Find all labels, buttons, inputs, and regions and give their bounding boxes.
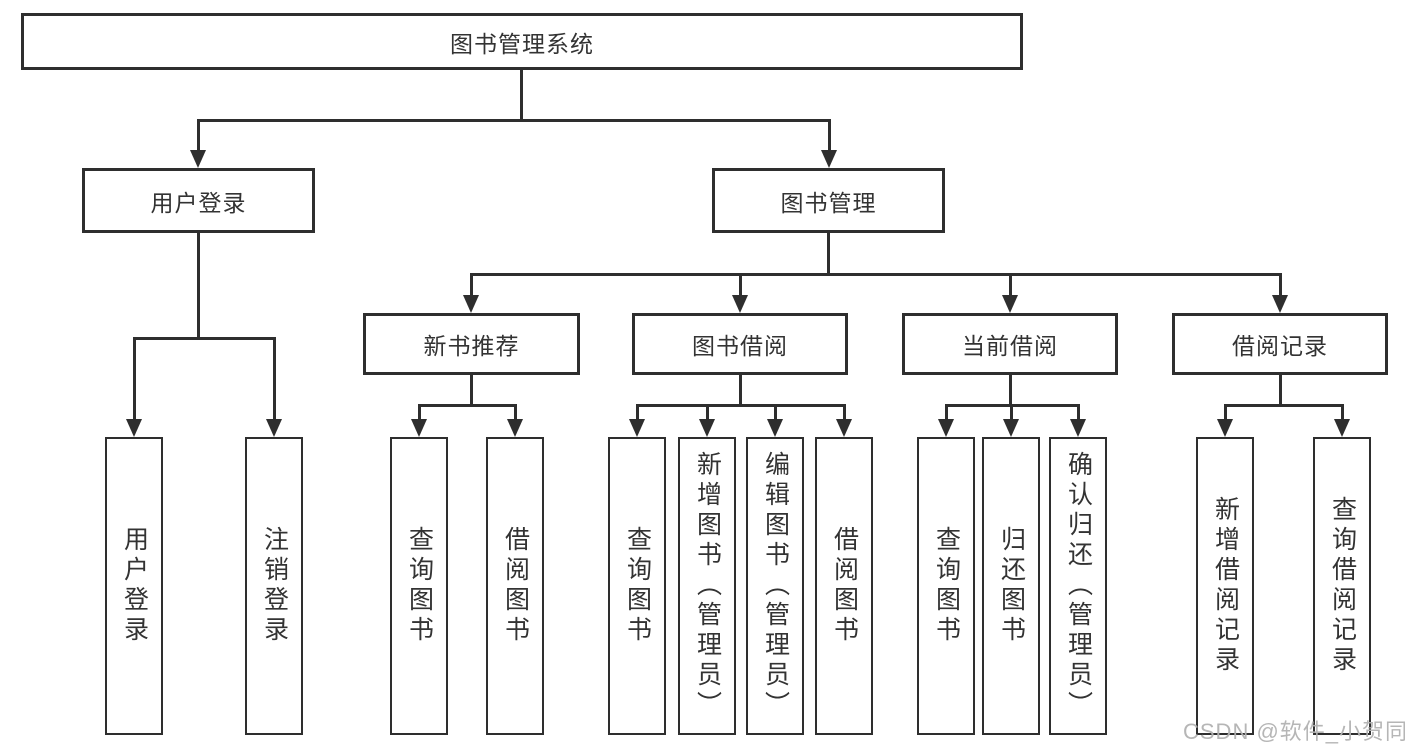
leaf-label: 新增图书（管理员） (693, 451, 722, 721)
connector-line (739, 375, 742, 407)
connector-line (133, 337, 136, 423)
leaf-label: 查询图书 (932, 526, 961, 646)
connector-line (1279, 273, 1282, 299)
arrowhead-down-icon (463, 295, 479, 313)
node-label: 新书推荐 (423, 333, 520, 359)
connector-line (636, 404, 846, 407)
arrowhead-down-icon (411, 419, 427, 437)
connector-line (514, 404, 517, 423)
arrowhead-down-icon (1002, 295, 1018, 313)
leaf-query-borrow-record: 查询借阅记录 (1313, 437, 1371, 735)
leaf-label: 查询图书 (405, 526, 434, 646)
leaf-label: 用户登录 (120, 526, 149, 646)
leaf-confirm-return-admin: 确认归还（管理员） (1049, 437, 1107, 735)
connector-line (1010, 404, 1013, 423)
leaf-borrow-books: 借阅图书 (815, 437, 873, 735)
arrowhead-down-icon (1334, 419, 1350, 437)
leaf-label: 借阅图书 (830, 526, 859, 646)
arrowhead-down-icon (1070, 419, 1086, 437)
arrowhead-down-icon (1217, 419, 1233, 437)
leaf-label: 查询图书 (623, 526, 652, 646)
connector-line (828, 119, 831, 152)
leaf-label: 注销登录 (260, 526, 289, 646)
arrowhead-down-icon (699, 419, 715, 437)
connector-line (1077, 404, 1080, 423)
node-label: 图书管理 (780, 189, 877, 216)
leaf-label: 借阅图书 (501, 526, 530, 646)
leaf-logout: 注销登录 (245, 437, 303, 735)
leaf-label: 新增借阅记录 (1211, 496, 1240, 676)
leaf-label: 查询借阅记录 (1328, 496, 1357, 676)
node-label: 借阅记录 (1232, 333, 1328, 359)
arrowhead-down-icon (266, 419, 282, 437)
arrowhead-down-icon (190, 150, 206, 168)
connector-line (197, 119, 200, 152)
arrowhead-down-icon (507, 419, 523, 437)
leaf-edit-books-admin: 编辑图书（管理员） (746, 437, 804, 735)
connector-line (774, 404, 777, 423)
node-user-login: 用户登录 (82, 168, 315, 233)
connector-line (1009, 375, 1012, 407)
connector-line (133, 337, 276, 340)
csdn-watermark: CSDN @软件_小贺同学 (1183, 719, 1405, 744)
leaf-query-books-borrow: 查询图书 (608, 437, 666, 735)
node-book-borrow: 图书借阅 (632, 313, 848, 375)
connector-line (636, 404, 639, 423)
leaf-label: 归还图书 (997, 526, 1026, 646)
connector-line (273, 337, 276, 423)
connector-line (843, 404, 846, 423)
arrowhead-down-icon (1272, 295, 1288, 313)
leaf-label: 确认归还（管理员） (1064, 451, 1093, 721)
connector-line (470, 273, 1282, 276)
node-label: 图书管理系统 (450, 30, 594, 57)
connector-line (470, 375, 473, 407)
node-new-book-recommend: 新书推荐 (363, 313, 580, 375)
arrowhead-down-icon (732, 295, 748, 313)
leaf-add-borrow-record: 新增借阅记录 (1196, 437, 1254, 735)
connector-line (1009, 273, 1012, 299)
node-borrow-records: 借阅记录 (1172, 313, 1388, 375)
leaf-user-login: 用户登录 (105, 437, 163, 735)
connector-line (1224, 404, 1343, 407)
arrowhead-down-icon (821, 150, 837, 168)
arrowhead-down-icon (767, 419, 783, 437)
connector-line (1224, 404, 1227, 423)
connector-line (197, 233, 200, 340)
leaf-query-books-recommend: 查询图书 (390, 437, 448, 735)
connector-line (1341, 404, 1344, 423)
connector-line (470, 273, 473, 299)
node-label: 图书借阅 (692, 333, 788, 359)
connector-line (1279, 375, 1282, 407)
connector-line (197, 119, 831, 122)
connector-line (739, 273, 742, 299)
node-label: 用户登录 (150, 189, 247, 216)
connector-line (945, 404, 948, 423)
arrowhead-down-icon (629, 419, 645, 437)
arrowhead-down-icon (836, 419, 852, 437)
leaf-return-books: 归还图书 (982, 437, 1040, 735)
leaf-query-books-current: 查询图书 (917, 437, 975, 735)
arrowhead-down-icon (126, 419, 142, 437)
leaf-borrow-books-recommend: 借阅图书 (486, 437, 544, 735)
node-library-system: 图书管理系统 (21, 13, 1023, 70)
node-book-management: 图书管理 (712, 168, 945, 233)
connector-line (520, 70, 523, 121)
node-current-borrow: 当前借阅 (902, 313, 1118, 375)
connector-line (706, 404, 709, 423)
connector-line (418, 404, 517, 407)
arrowhead-down-icon (1003, 419, 1019, 437)
connector-line (827, 233, 830, 276)
arrowhead-down-icon (938, 419, 954, 437)
leaf-label: 编辑图书（管理员） (761, 451, 790, 721)
leaf-add-books-admin: 新增图书（管理员） (678, 437, 736, 735)
connector-line (418, 404, 421, 423)
node-label: 当前借阅 (962, 333, 1058, 359)
